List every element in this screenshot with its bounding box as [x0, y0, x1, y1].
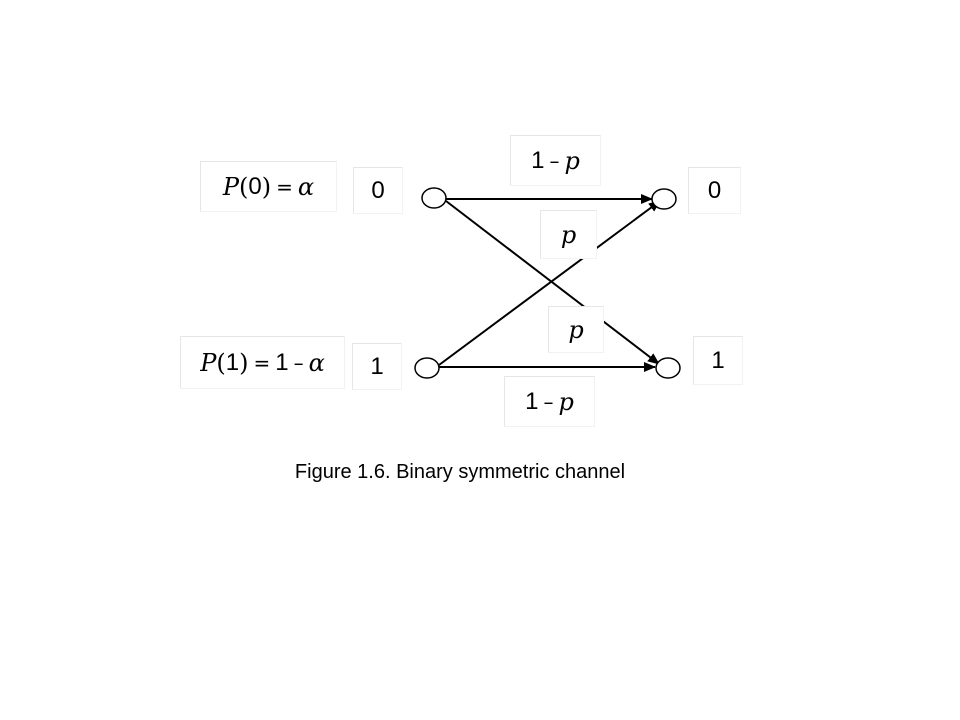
transition-probability-0-to-0: 1–p [510, 135, 601, 186]
transition-probability-1-to-1: 1–p [504, 376, 595, 427]
transition-probability-0-to-1: p [540, 210, 597, 259]
input-probability-1: P(1)=1–α [180, 336, 345, 389]
edge-1-to-0 [438, 200, 661, 366]
input-label-0: 0 [353, 167, 403, 214]
output-label-0: 0 [688, 167, 741, 214]
output-node-0 [651, 188, 677, 210]
input-node-0 [421, 187, 447, 209]
transition-probability-1-to-0: p [548, 306, 604, 353]
input-node-1 [414, 357, 440, 379]
figure-caption: Figure 1.6. Binary symmetric channel [294, 461, 626, 483]
input-probability-0: P(0)=α [200, 161, 337, 212]
edge-0-to-1 [445, 200, 660, 365]
input-label-1: 1 [352, 343, 402, 390]
output-node-1 [655, 357, 681, 379]
output-label-1: 1 [693, 336, 743, 385]
